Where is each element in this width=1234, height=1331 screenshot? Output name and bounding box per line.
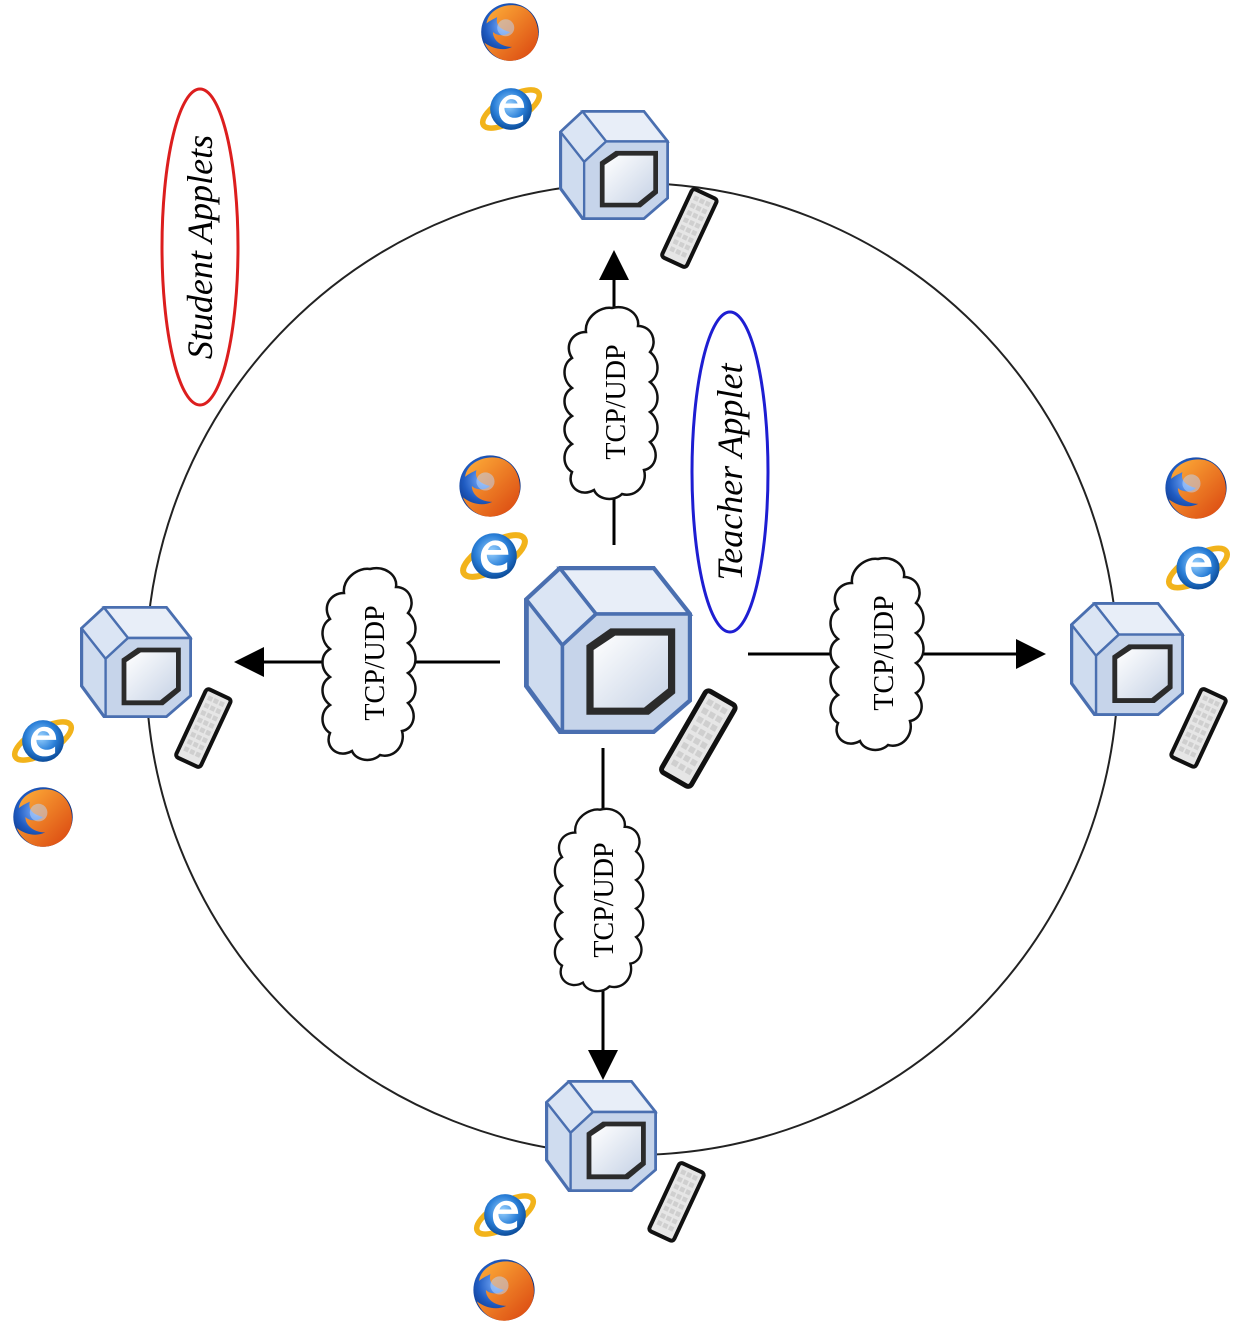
computer-icon (558, 110, 670, 220)
student-station-right (1069, 457, 1233, 768)
computer-icon (1069, 602, 1185, 716)
ie-icon (471, 1189, 538, 1242)
teacher-applet-label: Teacher Applet (710, 363, 750, 581)
student-station-top (477, 3, 717, 268)
ie-icon (1163, 541, 1232, 595)
protocol-label-left: TCP/UDP (360, 605, 391, 720)
ie-icon (9, 715, 76, 768)
keyboard-icon (648, 1162, 704, 1242)
protocol-label-down: TCP/UDP (589, 842, 620, 957)
firefox-icon (473, 1259, 535, 1321)
cloud-right: TCP/UDP (829, 556, 925, 752)
protocol-label-up: TCP/UDP (601, 344, 632, 459)
ie-icon (477, 83, 544, 136)
protocol-label-right: TCP/UDP (869, 595, 900, 710)
computer-icon (544, 1080, 658, 1192)
student-applets-label: Student Applets (180, 135, 220, 359)
computer-icon (526, 568, 689, 731)
cloud-left: TCP/UDP (321, 566, 417, 762)
ie-icon (457, 527, 530, 585)
teacher-station (457, 455, 736, 787)
computer-icon (79, 606, 193, 718)
firefox-icon (1165, 457, 1227, 519)
keyboard-icon (1170, 688, 1226, 768)
cloud-down: TCP/UDP (553, 807, 645, 993)
student-applets-callout: Student Applets (160, 87, 240, 407)
firefox-icon (481, 3, 539, 61)
keyboard-icon (661, 188, 717, 268)
teacher-applet-callout: Teacher Applet (690, 310, 770, 634)
firefox-icon (459, 455, 521, 517)
student-station-left (9, 606, 231, 847)
cloud-up: TCP/UDP (563, 305, 659, 501)
firefox-icon (13, 787, 73, 847)
student-station-bottom (471, 1080, 704, 1321)
